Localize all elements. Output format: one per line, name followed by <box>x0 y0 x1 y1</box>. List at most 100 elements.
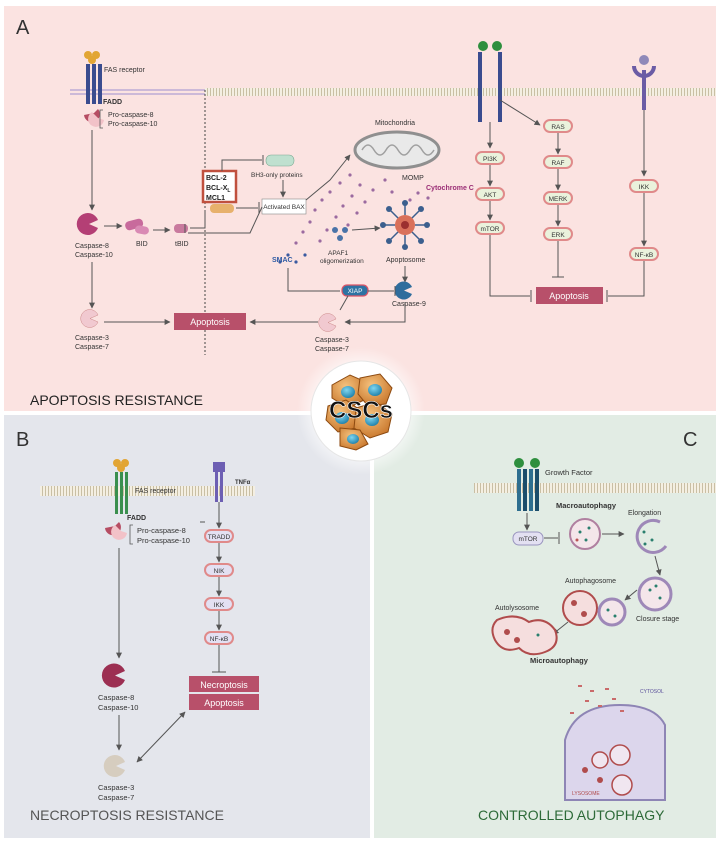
cytosol-label: CYTOSOL <box>640 689 664 695</box>
caspase9-icon <box>394 281 412 300</box>
csc-label: CSCs <box>329 397 393 424</box>
tradd-node <box>204 529 234 543</box>
fas-receptor-b-icon <box>113 459 129 514</box>
inhibit-bcl-bh3 <box>221 159 262 171</box>
cytochrome-c-label: Cytochrome C <box>426 185 474 192</box>
growth-factor-receptor-icon <box>514 458 540 511</box>
apaf1-label: APAF1 <box>328 250 348 257</box>
apoptosis2-label: Apoptosis <box>549 291 589 301</box>
erk-label: ERK <box>551 232 565 239</box>
bcl2-label: BCL-2 <box>206 175 227 182</box>
raf-node <box>543 155 573 169</box>
inhibit-tbid-bcl <box>190 210 206 229</box>
elongation-label: Elongation <box>628 510 661 517</box>
mcl1-label: MCL1 <box>206 195 225 202</box>
tbid-icon <box>174 224 188 233</box>
bid-icon <box>125 218 149 235</box>
panel-a-background <box>4 6 716 411</box>
fadd-b-label: FADD <box>127 515 146 522</box>
ikk-node <box>629 179 659 193</box>
bid-label: BID <box>136 241 148 248</box>
raf-label: RAF <box>552 160 565 167</box>
caspase7-b-label: Caspase-7 <box>98 793 134 802</box>
inhibit-mtor-apoptosis <box>489 235 530 297</box>
panel-b-letter: B <box>16 429 29 451</box>
tbid-label: tBID <box>175 241 189 248</box>
pi3k-label: PI3K <box>483 156 498 163</box>
bcl-family-box <box>201 169 238 204</box>
apoptosome-icon <box>380 200 430 250</box>
panel-a-letter: A <box>16 17 30 39</box>
phagophore-icon <box>569 518 601 550</box>
arrow-tbid-bax <box>188 206 263 234</box>
autolysosome-icon <box>491 615 558 656</box>
caspase7b-label: Caspase-7 <box>315 346 349 353</box>
caspase10-label: Caspase-10 <box>75 252 113 259</box>
mtor-c-node <box>512 531 544 546</box>
caspase3-icon <box>80 309 99 328</box>
tradd-label: TRADD <box>208 534 231 541</box>
smac-label: SMAC <box>272 257 293 264</box>
ikk-b-node <box>204 597 234 611</box>
mtor-c-label: mTOR <box>518 536 537 543</box>
closure-label: Closure stage <box>636 616 679 623</box>
merk-label: MERK <box>549 196 568 203</box>
tnfa-label: TNFα <box>235 480 251 486</box>
caspase8-b-label: Caspase-8 <box>98 693 134 702</box>
protein-dots <box>294 173 430 245</box>
bh3-label: BH3-only proteins <box>251 172 303 179</box>
tnf-receptor-icon <box>632 55 656 110</box>
mitochondria-icon <box>353 130 441 170</box>
panel-b-background <box>4 415 370 838</box>
panel-a-title: APOPTOSIS RESISTANCE <box>30 392 203 408</box>
caspase7-label: Caspase-7 <box>75 344 109 351</box>
nik-node <box>204 563 234 577</box>
procaspase-bracket <box>99 109 103 129</box>
fas-receptor-b-label: FAS receptor <box>135 488 177 495</box>
arrow-casp9-casp3 <box>344 302 406 325</box>
caspase3b-icon <box>318 313 337 332</box>
autolysosome-label: Autolysosome <box>495 605 539 612</box>
apoptosis-label: Apoptosis <box>190 317 230 327</box>
caspase3-b-label: Caspase-3 <box>98 783 134 792</box>
mtor-node <box>475 221 505 235</box>
ikk-label: IKK <box>639 184 650 191</box>
arrow-elong-closure <box>654 555 662 576</box>
erk-node <box>543 227 573 241</box>
apoptosis-box <box>174 313 246 330</box>
closure-icon <box>637 576 673 612</box>
double-arrow-casp3-necro <box>136 711 186 763</box>
momp-label: MOMP <box>402 175 424 182</box>
caspase3-b-icon <box>103 755 125 778</box>
csc-cluster-icon <box>325 373 393 451</box>
apaf1-label-2: oligomerization <box>320 258 364 265</box>
necroptosis-label: Necroptosis <box>200 680 248 690</box>
procaspase-b-icon <box>111 525 127 540</box>
procaspase10-b-label: Pro-caspase-10 <box>137 536 190 545</box>
mitochondria-label: Mitochondria <box>375 120 415 127</box>
elongation-icon <box>635 518 668 554</box>
akt-node <box>475 187 505 201</box>
rtk-receptor-icon <box>478 41 502 122</box>
nfkb-label: NF-κB <box>635 252 653 259</box>
akt-label: AKT <box>484 192 497 199</box>
inhibit-xiap-casp3 <box>339 295 349 311</box>
lysosome-label: LYSOSOME <box>572 791 600 797</box>
procaspase10-label: Pro-caspase-10 <box>108 121 158 128</box>
nfkb-b-label: NF-κB <box>210 636 228 643</box>
caspase3b-label: Caspase-3 <box>315 337 349 344</box>
arrow-apaf1-apoptosome <box>351 225 381 232</box>
macroautophagy-label: Macroautophagy <box>556 501 617 510</box>
ras-node <box>543 119 573 133</box>
fas-receptor-icon <box>84 51 102 104</box>
caspase9-label: Caspase-9 <box>392 301 426 308</box>
inhibit-nfkb-apoptosis <box>608 261 645 297</box>
arrow-rtk-ras <box>499 99 541 126</box>
panel-c-letter: C <box>683 429 697 451</box>
caspase8-b-icon <box>101 663 125 688</box>
caspase8-label: Caspase-8 <box>75 243 109 250</box>
arrow-closure-autophagosome <box>624 589 638 601</box>
nik-label: NIK <box>214 568 226 575</box>
pi3k-node <box>475 151 505 165</box>
